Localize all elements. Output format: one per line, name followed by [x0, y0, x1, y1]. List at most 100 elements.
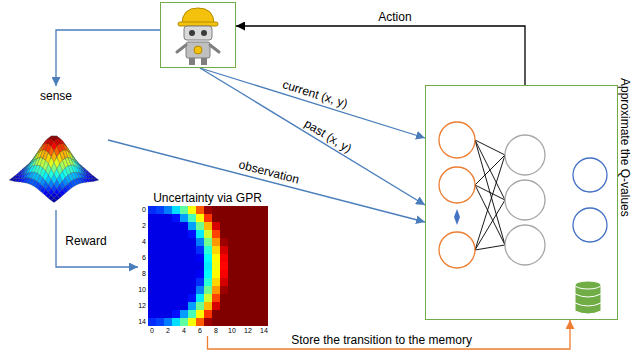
flow-arrow: [56, 210, 138, 267]
edge-label: current (x, y): [279, 77, 351, 112]
heatmap-cell: [212, 262, 220, 270]
heatmap-cell: [236, 230, 244, 238]
robot-arm: [177, 45, 219, 52]
heatmap-cell: [188, 214, 196, 222]
heatmap-cell: [236, 270, 244, 278]
edge-label: past (x, y): [301, 115, 357, 156]
heatmap-cell: [204, 318, 212, 326]
heatmap-cell: [172, 286, 180, 294]
heatmap-cell: [164, 206, 172, 214]
heatmap-cell: [164, 238, 172, 246]
q-network-box: Approximate the Q-values: [425, 85, 618, 320]
heatmap-cell: [156, 230, 164, 238]
node-title: Approximate the Q-values: [618, 78, 632, 217]
heatmap-cell: [164, 294, 172, 302]
heatmap-cell: [260, 246, 268, 254]
heatmap-cell: [156, 318, 164, 326]
heatmap-cell: [156, 238, 164, 246]
heatmap-cell: [220, 286, 228, 294]
heatmap-cell: [236, 302, 244, 310]
heatmap-cell: [244, 302, 252, 310]
heatmap-cell: [156, 222, 164, 230]
heatmap-cell: [180, 214, 188, 222]
heatmap-cell: [196, 286, 204, 294]
heatmap-cell: [196, 278, 204, 286]
heatmap-cell: [148, 214, 156, 222]
heatmap-cell: [196, 294, 204, 302]
heatmap-cell: [188, 254, 196, 262]
heatmap-cell: [180, 238, 188, 246]
heatmap-cell: [172, 310, 180, 318]
heatmap-cell: [164, 222, 172, 230]
heatmap-cell: [260, 262, 268, 270]
heatmap-cell: [204, 222, 212, 230]
heatmap-cell: [180, 286, 188, 294]
output-neuron: [573, 208, 607, 242]
heatmap-cell: [252, 310, 260, 318]
heatmap-cell: [148, 222, 156, 230]
heatmap-cell: [228, 230, 236, 238]
heatmap-cell: [180, 230, 188, 238]
heatmap-cell: [148, 278, 156, 286]
input-neuron: [439, 167, 475, 203]
heatmap-cell: [188, 206, 196, 214]
heatmap-cell: [252, 254, 260, 262]
heatmap-cell: [236, 262, 244, 270]
heatmap-cell: [228, 310, 236, 318]
heatmap-cell: [196, 254, 204, 262]
flow-arrow: [56, 30, 160, 86]
heatmap-cell: [156, 206, 164, 214]
heatmap-cell: [204, 254, 212, 262]
heatmap-cell: [204, 302, 212, 310]
heatmap-cell: [196, 302, 204, 310]
heatmap-cell: [148, 230, 156, 238]
heatmap-cell: [220, 214, 228, 222]
robot-head: [184, 26, 212, 40]
robot-leg: [201, 58, 207, 65]
heatmap-cell: [156, 294, 164, 302]
flow-arrow: [108, 140, 425, 222]
heatmap-cell: [172, 270, 180, 278]
robot-gear: [194, 46, 202, 54]
heatmap-cell: [236, 238, 244, 246]
heatmap-cell: [188, 294, 196, 302]
ellipsis-diamond: [454, 209, 460, 225]
heatmap-cell: [220, 246, 228, 254]
flow-arrow: [236, 26, 525, 85]
heatmap-cell: [204, 278, 212, 286]
heatmap-cell: [236, 254, 244, 262]
heatmap-cell: [188, 318, 196, 326]
heatmap-cell: [252, 294, 260, 302]
heatmap-cell: [236, 318, 244, 326]
heatmap-cell: [148, 238, 156, 246]
heatmap-cell: [172, 294, 180, 302]
heatmap-cell: [180, 262, 188, 270]
robot-body: [186, 42, 210, 58]
surface-patch: [51, 198, 57, 202]
heatmap-cell: [244, 246, 252, 254]
axis-tick: 8: [208, 327, 224, 335]
input-neuron: [439, 232, 475, 268]
heatmap-cell: [204, 310, 212, 318]
hidden-neuron: [505, 180, 545, 220]
hidden-neuron: [505, 135, 545, 175]
heatmap-cell: [228, 302, 236, 310]
heatmap-cell: [156, 246, 164, 254]
heatmap-cell: [220, 254, 228, 262]
heatmap-cell: [260, 230, 268, 238]
heatmap-cell: [148, 302, 156, 310]
heatmap-cell: [164, 270, 172, 278]
edge-label: observation: [235, 157, 302, 187]
axis-tick: 6: [138, 254, 146, 262]
heatmap-cell: [172, 238, 180, 246]
heatmap-cell: [164, 262, 172, 270]
heatmap-cell: [252, 214, 260, 222]
heatmap-cell: [260, 254, 268, 262]
heatmap-cell: [220, 222, 228, 230]
heatmap-cell: [156, 286, 164, 294]
heatmap-cell: [148, 310, 156, 318]
robot-icon: [160, 2, 236, 68]
heatmap-cell: [236, 294, 244, 302]
heatmap-cell: [244, 294, 252, 302]
